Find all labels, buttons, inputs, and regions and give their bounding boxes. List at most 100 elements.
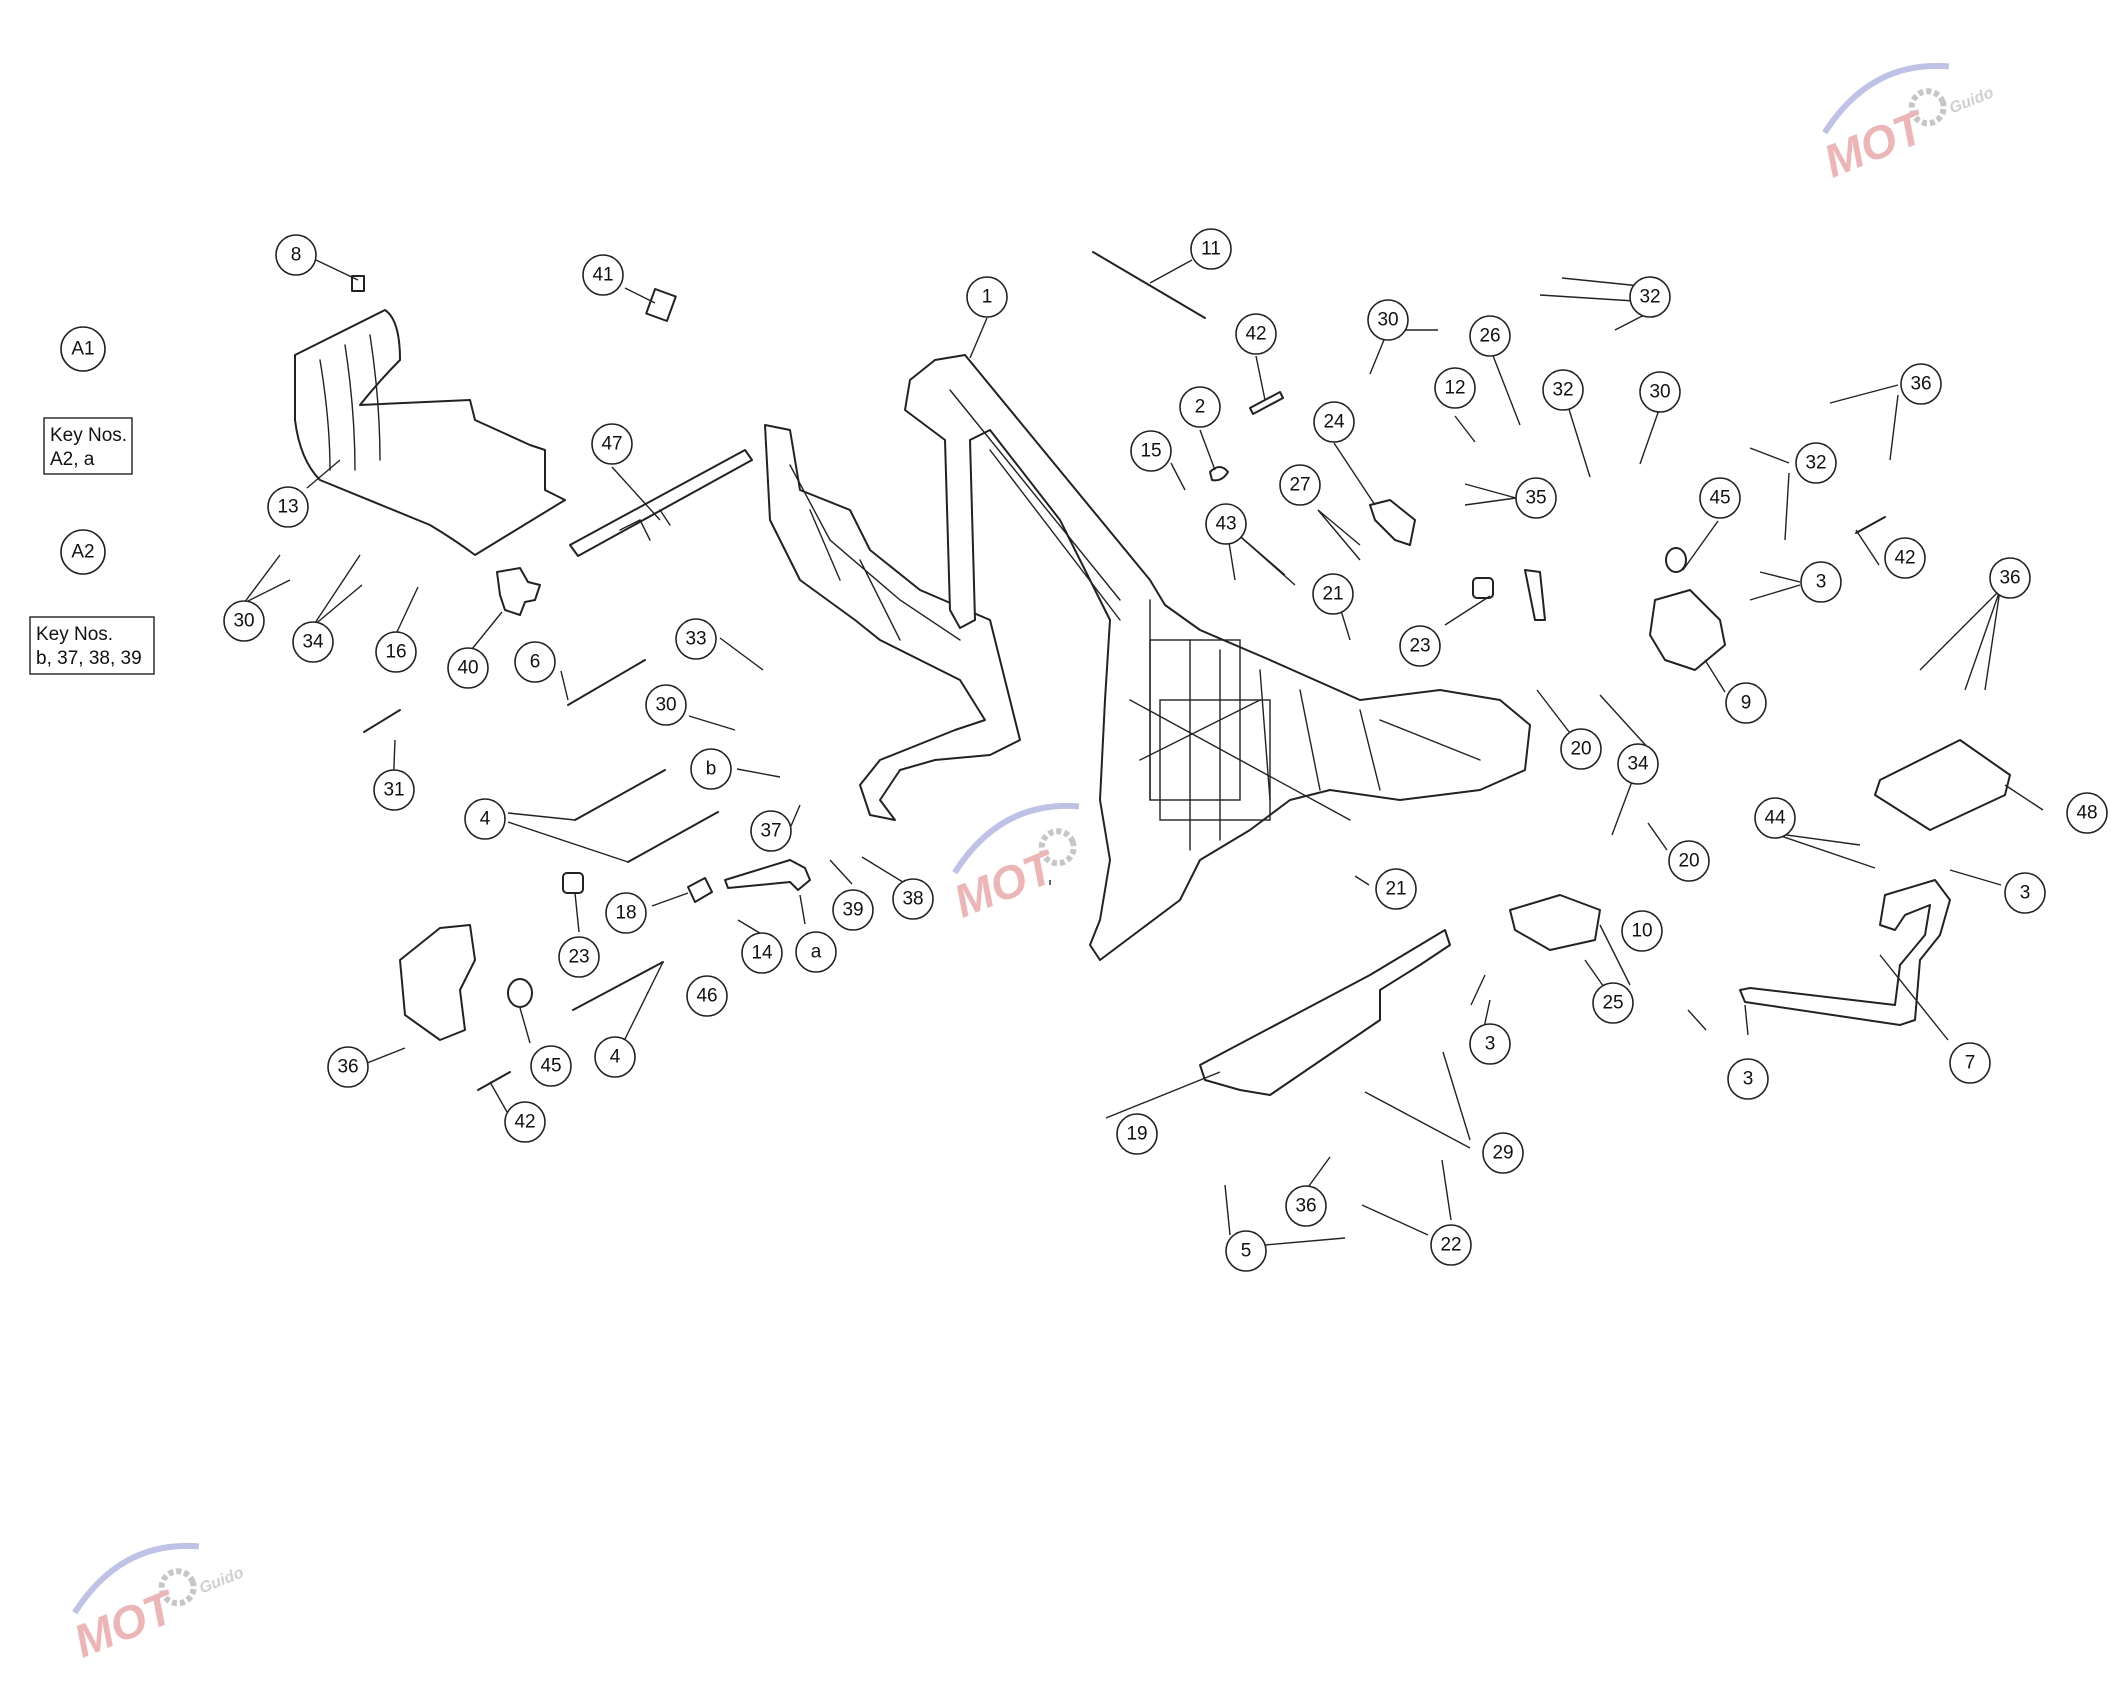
svg-text:30: 30 bbox=[655, 695, 676, 716]
svg-text:3: 3 bbox=[1743, 1069, 1754, 1090]
mount-part-9 bbox=[1649, 589, 1726, 671]
callout-35: 35 bbox=[1515, 477, 1557, 519]
plate-part-48 bbox=[1874, 739, 2011, 831]
svg-text:40: 40 bbox=[457, 658, 478, 679]
svg-text:Key Nos.: Key Nos. bbox=[50, 425, 127, 446]
leader-lines bbox=[243, 259, 2044, 1246]
callout-40: 40 bbox=[447, 647, 489, 689]
callout-44: 44 bbox=[1754, 797, 1796, 839]
svg-text:A2, a: A2, a bbox=[50, 449, 95, 470]
callout-42-b: 42 bbox=[1884, 537, 1926, 579]
callout-36-b: 36 bbox=[1989, 557, 2031, 599]
grommet-part-45 bbox=[1665, 547, 1687, 573]
side-cover-part bbox=[399, 924, 476, 1041]
callout-32: 32 bbox=[1629, 276, 1671, 318]
key-circle-a1: A1 bbox=[60, 326, 106, 372]
rod-part-11 bbox=[1092, 251, 1206, 319]
callout-5: 5 bbox=[1225, 1230, 1267, 1272]
grommet-part-45-left bbox=[507, 978, 533, 1008]
callout-6: 6 bbox=[514, 641, 556, 683]
svg-text:33: 33 bbox=[685, 629, 706, 650]
cover-part-25 bbox=[1509, 894, 1601, 951]
svg-text:5: 5 bbox=[1241, 1241, 1252, 1262]
callout-a: a bbox=[795, 931, 837, 973]
callout-10: 10 bbox=[1621, 910, 1663, 952]
svg-text:46: 46 bbox=[696, 986, 717, 1007]
callout-32-c: 32 bbox=[1795, 442, 1837, 484]
svg-text:a: a bbox=[811, 942, 822, 963]
svg-text:29: 29 bbox=[1492, 1143, 1513, 1164]
svg-text:23: 23 bbox=[1409, 636, 1430, 657]
svg-text:48: 48 bbox=[2076, 803, 2097, 824]
svg-text:43: 43 bbox=[1215, 514, 1236, 535]
svg-text:34: 34 bbox=[302, 632, 324, 653]
svg-text:27: 27 bbox=[1289, 475, 1310, 496]
callout-23-b: 23 bbox=[558, 936, 600, 978]
svg-text:15: 15 bbox=[1140, 441, 1161, 462]
key-box-a2: Key Nos. b, 37, 38, 39 bbox=[29, 616, 155, 675]
clamp-part-2 bbox=[1209, 466, 1229, 482]
callout-47: 47 bbox=[591, 423, 633, 465]
svg-text:37: 37 bbox=[760, 821, 781, 842]
callout-42: 42 bbox=[1235, 313, 1277, 355]
svg-text:41: 41 bbox=[592, 265, 613, 286]
svg-text:23: 23 bbox=[568, 947, 589, 968]
svg-text:22: 22 bbox=[1440, 1235, 1461, 1256]
callout-b: b bbox=[690, 748, 732, 790]
watermark-logo-center: MOT bbox=[947, 802, 1080, 927]
svg-text:8: 8 bbox=[291, 245, 302, 266]
bolt-part-42-top bbox=[1249, 391, 1284, 415]
svg-text:34: 34 bbox=[1627, 754, 1649, 775]
svg-text:20: 20 bbox=[1678, 851, 1699, 872]
svg-text:11: 11 bbox=[1201, 239, 1221, 260]
callout-39: 39 bbox=[832, 889, 874, 931]
svg-text:42: 42 bbox=[1894, 548, 1915, 569]
bolt-part-31 bbox=[363, 709, 401, 733]
callout-34-b: 34 bbox=[1617, 743, 1659, 785]
svg-text:12: 12 bbox=[1444, 378, 1465, 399]
pad-part-41 bbox=[645, 288, 677, 322]
svg-text:4: 4 bbox=[480, 809, 491, 830]
callout-20: 20 bbox=[1560, 728, 1602, 770]
svg-text:47: 47 bbox=[601, 434, 622, 455]
svg-text:39: 39 bbox=[842, 900, 863, 921]
callout-2: 2 bbox=[1179, 386, 1221, 428]
svg-text:4: 4 bbox=[610, 1047, 621, 1068]
callout-19: 19 bbox=[1116, 1113, 1158, 1155]
callout-15: 15 bbox=[1130, 430, 1172, 472]
callout-43: 43 bbox=[1205, 503, 1247, 545]
svg-text:MOT: MOT bbox=[1817, 99, 1935, 187]
callout-36-d: 36 bbox=[1285, 1185, 1327, 1227]
callout-list: 8 41 1 11 42 30 26 32 13 47 2 15 24 12 3… bbox=[223, 228, 2108, 1272]
callout-21-b: 21 bbox=[1375, 868, 1417, 910]
callout-42-c: 42 bbox=[504, 1101, 546, 1143]
svg-text:3: 3 bbox=[1485, 1034, 1496, 1055]
svg-text:30: 30 bbox=[1649, 382, 1670, 403]
spring-clip-part bbox=[1524, 569, 1546, 621]
bolt-part-42-left bbox=[477, 1071, 511, 1091]
spring-part-18 bbox=[687, 877, 713, 903]
callout-48: 48 bbox=[2066, 792, 2108, 834]
svg-text:14: 14 bbox=[751, 943, 773, 964]
bolt-part-42-right bbox=[1855, 516, 1886, 534]
callout-9: 9 bbox=[1725, 682, 1767, 724]
bushing-part-23-left bbox=[562, 872, 584, 894]
svg-text:42: 42 bbox=[1245, 324, 1266, 345]
svg-text:Guido: Guido bbox=[1947, 84, 1996, 117]
callout-11: 11 bbox=[1190, 228, 1232, 270]
callout-26: 26 bbox=[1469, 315, 1511, 357]
callout-18: 18 bbox=[605, 892, 647, 934]
svg-text:b: b bbox=[706, 759, 717, 780]
callout-20-b: 20 bbox=[1668, 840, 1710, 882]
callout-4: 4 bbox=[464, 798, 506, 840]
svg-text:36: 36 bbox=[1910, 374, 1931, 395]
watermark-logo-bottom-left: MOT Guido bbox=[67, 1542, 246, 1667]
callout-31: 31 bbox=[373, 769, 415, 811]
callout-38: 38 bbox=[892, 878, 934, 920]
svg-text:21: 21 bbox=[1385, 879, 1406, 900]
skid-plate-part bbox=[294, 309, 566, 556]
svg-text:A2: A2 bbox=[71, 542, 94, 563]
svg-text:MOT: MOT bbox=[67, 1579, 185, 1667]
svg-text:32: 32 bbox=[1639, 287, 1660, 308]
